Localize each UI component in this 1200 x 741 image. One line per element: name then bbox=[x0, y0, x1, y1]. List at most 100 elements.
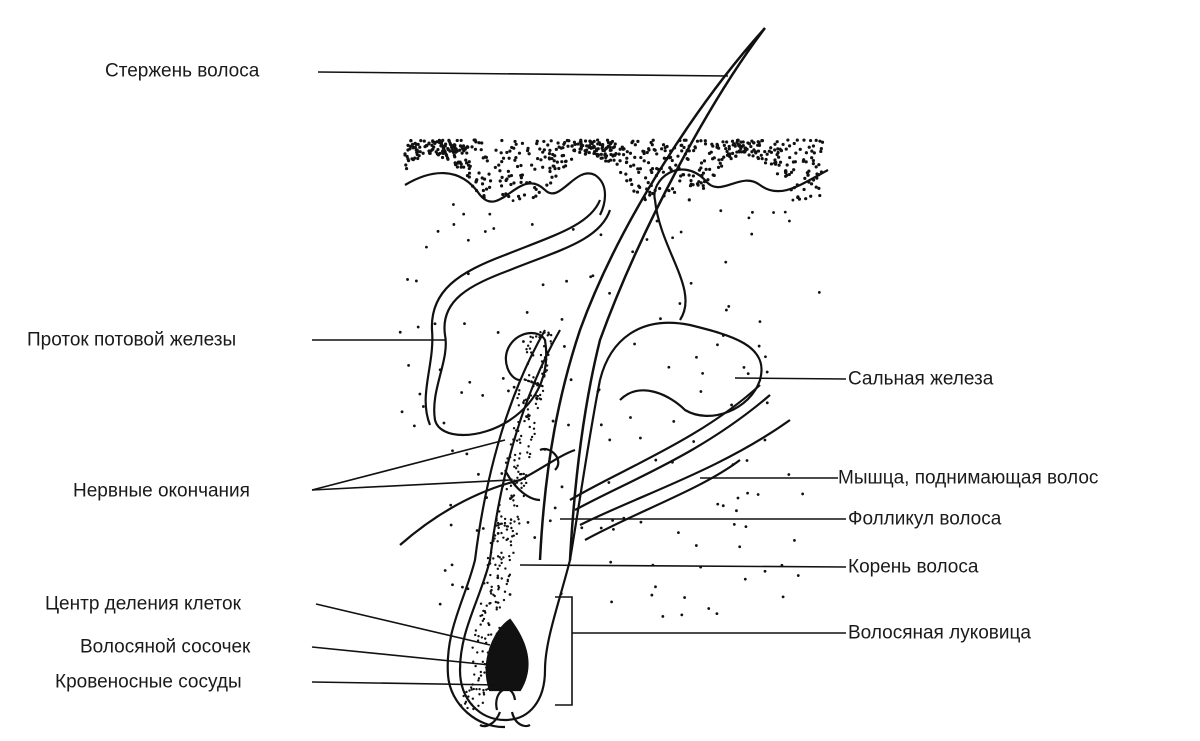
stipple-dot bbox=[541, 150, 545, 154]
stipple-dot bbox=[759, 153, 763, 157]
stipple-dot bbox=[573, 142, 577, 146]
stipple-dot bbox=[592, 151, 596, 156]
stipple-dot bbox=[535, 142, 539, 146]
stipple-dot bbox=[513, 453, 517, 457]
stipple-dot bbox=[520, 141, 525, 145]
stipple-dot bbox=[525, 149, 530, 153]
stipple-dot bbox=[757, 143, 762, 147]
stipple-dot bbox=[765, 152, 769, 156]
stipple-dot bbox=[462, 212, 466, 216]
stipple-dot bbox=[453, 155, 457, 159]
stipple-dot bbox=[519, 434, 523, 438]
stipple-dot bbox=[642, 149, 646, 154]
stipple-dot bbox=[547, 152, 552, 156]
stipple-dot bbox=[481, 527, 485, 530]
stipple-dot bbox=[548, 166, 552, 170]
stipple-dot bbox=[608, 145, 612, 149]
stipple-dot bbox=[716, 502, 720, 506]
stipple-dot bbox=[654, 585, 657, 589]
stipple-dot bbox=[415, 153, 419, 157]
stipple-dot bbox=[525, 348, 528, 351]
stipple-dot bbox=[818, 139, 822, 143]
stipple-dot bbox=[496, 540, 499, 543]
stipple-dot bbox=[465, 161, 469, 165]
stipple-dot bbox=[527, 414, 530, 417]
stipple-dot bbox=[763, 438, 767, 442]
stipple-dot bbox=[522, 472, 525, 476]
stipple-dot bbox=[807, 145, 811, 149]
stipple-dot bbox=[526, 408, 530, 411]
stipple-dot bbox=[814, 185, 818, 189]
stipple-dot bbox=[465, 452, 469, 456]
stipple-dot bbox=[631, 250, 635, 254]
stipple-dot bbox=[515, 532, 518, 536]
stipple-dot bbox=[532, 427, 536, 430]
stipple-dot bbox=[718, 161, 722, 165]
stipple-dot bbox=[746, 141, 750, 145]
stipple-dot bbox=[633, 143, 637, 147]
stipple-dot bbox=[585, 144, 589, 148]
stipple-dot bbox=[648, 190, 652, 194]
stipple-dot bbox=[548, 148, 552, 152]
stipple-dot bbox=[803, 176, 807, 181]
stipple-dot bbox=[512, 181, 516, 185]
stipple-dot bbox=[549, 340, 552, 343]
stipple-dot bbox=[496, 531, 500, 535]
stipple-dot bbox=[506, 169, 510, 173]
stipple-dot bbox=[750, 232, 754, 236]
label-hair-papilla: Волосяной сосочек bbox=[80, 636, 251, 658]
stipple-dot bbox=[406, 143, 410, 147]
stipple-dot bbox=[513, 504, 516, 507]
stipple-dot bbox=[406, 278, 409, 281]
stipple-dot bbox=[644, 176, 648, 180]
stipple-dot bbox=[510, 526, 513, 530]
stipple-dot bbox=[403, 152, 407, 156]
stipple-dot bbox=[480, 141, 484, 145]
stipple-dot bbox=[498, 510, 501, 513]
stipple-dot bbox=[505, 582, 508, 586]
stipple-dot bbox=[539, 353, 543, 357]
stipple-dot bbox=[479, 623, 482, 626]
stipple-dot bbox=[602, 148, 607, 153]
stipple-dot bbox=[738, 545, 742, 549]
stipple-dot bbox=[793, 538, 796, 542]
stipple-dot bbox=[458, 160, 462, 164]
stipple-dot bbox=[542, 139, 546, 144]
stipple-dot bbox=[516, 464, 519, 467]
stipple-dot bbox=[500, 175, 504, 179]
stipple-dot bbox=[532, 376, 535, 379]
stipple-dot bbox=[509, 182, 513, 187]
stipple-dot bbox=[655, 166, 659, 171]
stipple-dot bbox=[680, 143, 684, 147]
stipple-dot bbox=[671, 236, 675, 240]
stipple-dot bbox=[758, 320, 762, 324]
stipple-dot bbox=[725, 140, 729, 144]
stipple-dot bbox=[493, 165, 497, 170]
stipple-dot bbox=[756, 140, 760, 144]
stipple-dot bbox=[533, 167, 537, 171]
stipple-dot bbox=[520, 482, 523, 485]
stipple-dot bbox=[636, 139, 640, 143]
stipple-dot bbox=[811, 162, 815, 166]
stipple-dot bbox=[536, 406, 540, 410]
stipple-dot bbox=[693, 145, 697, 149]
stipple-dot bbox=[672, 420, 676, 423]
stipple-dot bbox=[739, 146, 743, 151]
stipple-dot bbox=[727, 147, 731, 151]
stipple-dot bbox=[475, 687, 478, 691]
label-sebaceous-gland: Сальная железа bbox=[848, 368, 994, 390]
stipple-dot bbox=[682, 138, 686, 142]
stipple-dot bbox=[418, 392, 422, 396]
stipple-dot bbox=[496, 574, 500, 577]
stipple-dot bbox=[545, 183, 549, 187]
stipple-dot bbox=[599, 423, 603, 427]
stipple-dot bbox=[802, 138, 806, 142]
stipple-dot bbox=[468, 689, 471, 692]
stipple-dot bbox=[450, 146, 454, 151]
stipple-dot bbox=[517, 392, 521, 396]
stipple-dot bbox=[500, 558, 503, 561]
stipple-dot bbox=[546, 334, 549, 337]
stipple-dot bbox=[712, 156, 716, 160]
stipple-dot bbox=[727, 144, 731, 149]
stipple-dot bbox=[737, 144, 741, 148]
